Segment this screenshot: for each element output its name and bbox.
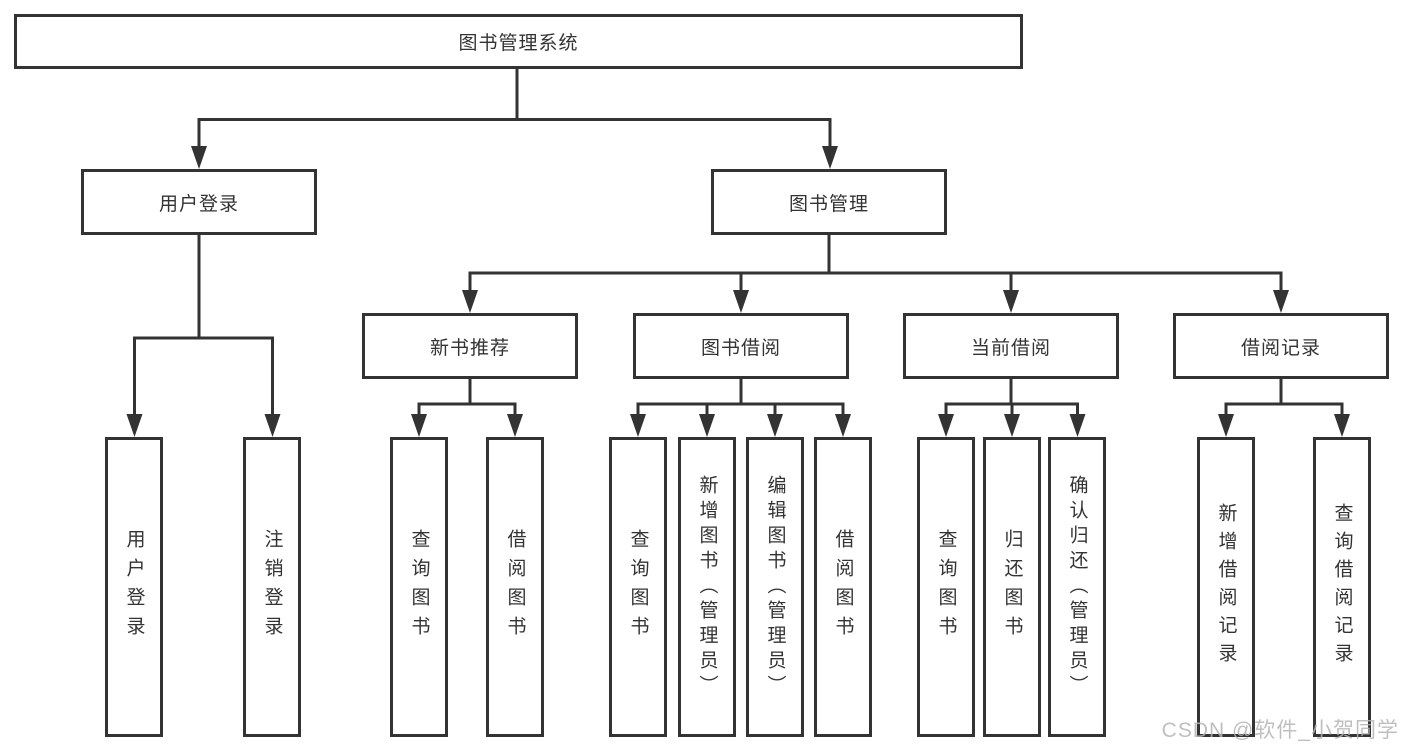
node-new-book-recommend: 新书推荐 (362, 313, 578, 379)
leaf-bb-add-book: 新增图书（管理员） (678, 437, 736, 737)
connector-current-borrow-children (944, 379, 1079, 418)
arrowhead-nb-query-book (411, 414, 427, 437)
arrowhead-nb-borrow-book (507, 414, 523, 437)
node-current-borrow: 当前借阅 (903, 313, 1119, 379)
arrowhead-new-book-recommend (462, 290, 478, 313)
node-book-management: 图书管理 (711, 169, 947, 235)
arrowhead-cb-query-book (938, 414, 954, 437)
arrowhead-bb-borrow-book (835, 414, 851, 437)
arrowhead-cb-return-book (1004, 414, 1020, 437)
arrowhead-bb-query-book (630, 414, 646, 437)
arrowhead-user-login (191, 146, 207, 169)
leaf-logout: 注销登录 (243, 437, 301, 737)
arrowhead-br-add-record (1218, 414, 1234, 437)
leaf-bb-edit-book: 编辑图书（管理员） (746, 437, 804, 737)
arrowhead-bb-edit-book (767, 414, 783, 437)
arrowhead-bb-add-book (699, 414, 715, 437)
arrowhead-cb-confirm-return (1069, 414, 1086, 437)
leaf-cb-confirm-return: 确认归还（管理员） (1048, 437, 1106, 737)
connector-borrow-records-children (1224, 379, 1344, 418)
node-borrow-records: 借阅记录 (1173, 313, 1389, 379)
leaf-bb-borrow-book: 借阅图书 (814, 437, 872, 737)
connector-book-management-children (468, 234, 1283, 294)
connector-book-borrow-children (636, 379, 845, 418)
connector-new-book-recommend-children (417, 379, 517, 418)
leaf-cb-query-book: 查询图书 (917, 437, 975, 737)
leaf-cb-return-book: 归还图书 (983, 437, 1041, 737)
leaf-nb-query-book: 查询图书 (390, 437, 448, 737)
leaf-bb-query-book: 查询图书 (609, 437, 667, 737)
arrowhead-br-query-record (1334, 414, 1350, 437)
arrowhead-logout-leaf (264, 414, 281, 437)
leaf-nb-borrow-book: 借阅图书 (486, 437, 544, 737)
csdn-watermark: CSDN @软件_小贺同学 (1161, 719, 1399, 742)
arrowhead-book-management (822, 146, 838, 169)
leaf-user-login: 用户登录 (105, 437, 163, 737)
arrowhead-current-borrow (1003, 290, 1019, 313)
leaf-br-add-record: 新增借阅记录 (1197, 437, 1255, 737)
connector-user-login-children (133, 234, 274, 418)
arrowhead-book-borrow (733, 290, 749, 313)
connector-root-to-branches (197, 68, 832, 150)
node-user-login: 用户登录 (81, 169, 317, 235)
leaf-br-query-record: 查询借阅记录 (1313, 437, 1371, 737)
arrowhead-borrow-records (1273, 290, 1289, 313)
node-root: 图书管理系统 (14, 14, 1023, 69)
node-book-borrow: 图书借阅 (633, 313, 849, 379)
arrowhead-user-login-leaf (126, 414, 143, 437)
